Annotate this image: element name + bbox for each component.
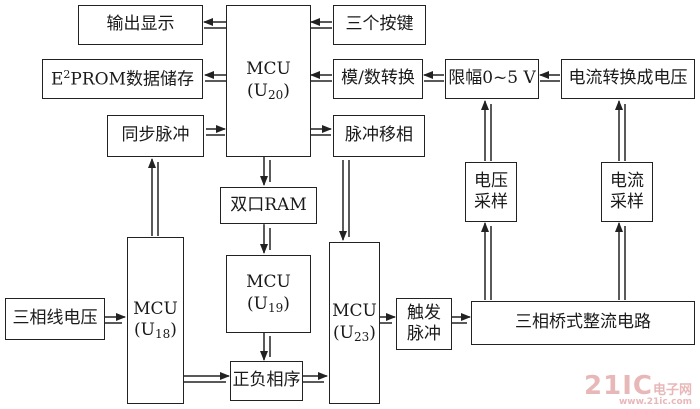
adc-label: 模/数转换 <box>341 68 415 89</box>
mcu-u18-block: MCU(U18) <box>127 237 184 404</box>
dual-port-ram-label: 双口RAM <box>230 194 307 215</box>
mcu-u18-label: MCU(U18) <box>133 298 178 342</box>
current-sampling-block: 电流 采样 <box>601 162 653 222</box>
mcu-u23-label: MCU(U23) <box>332 301 377 344</box>
three-keys-label: 三个按键 <box>345 14 414 35</box>
current-to-voltage-label: 电流转换成电压 <box>568 68 688 89</box>
rectifier-block: 三相桥式整流电路 <box>471 301 695 345</box>
pulse-shift-label: 脉冲移相 <box>345 125 413 146</box>
three-phase-voltage-label: 三相线电压 <box>12 308 98 329</box>
eeprom-label: E2PROM数据储存 <box>50 67 194 90</box>
three-phase-voltage-block: 三相线电压 <box>5 298 105 340</box>
watermark-cn: 电子网 <box>652 383 692 398</box>
mcu-u23-block: MCU(U23) <box>329 242 380 404</box>
site-watermark: 21IC电子网 www.21ic.com <box>584 371 692 407</box>
current-to-voltage-block: 电流转换成电压 <box>561 59 695 99</box>
adc-block: 模/数转换 <box>333 59 423 99</box>
trigger-pulse-label: 触发 脉冲 <box>407 302 441 344</box>
rectifier-label: 三相桥式整流电路 <box>515 312 651 333</box>
sync-pulse-block: 同步脉冲 <box>107 115 204 157</box>
three-keys-block: 三个按键 <box>333 5 426 45</box>
mcu-u19-block: MCU(U19) <box>226 255 311 333</box>
watermark-url: www.21ic.com <box>618 397 692 407</box>
limiter-label: 限幅0~5 V <box>448 68 536 89</box>
output-display-block: 输出显示 <box>78 5 203 45</box>
current-sampling-label: 电流 采样 <box>610 170 644 212</box>
trigger-pulse-block: 触发 脉冲 <box>396 298 452 350</box>
voltage-sampling-label: 电压 采样 <box>474 170 508 212</box>
sync-pulse-label: 同步脉冲 <box>121 125 190 146</box>
mcu-u20-block: MCU(U20) <box>226 5 311 157</box>
output-display-label: 输出显示 <box>106 14 175 35</box>
mcu-u20-label: MCU(U20) <box>246 59 291 102</box>
phase-sequence-block: 正负相序 <box>230 361 303 401</box>
mcu-u19-label: MCU(U19) <box>246 272 291 315</box>
pulse-shift-block: 脉冲移相 <box>333 115 425 157</box>
phase-sequence-label: 正负相序 <box>232 370 301 391</box>
limiter-block: 限幅0~5 V <box>445 59 539 99</box>
dual-port-ram-block: 双口RAM <box>220 187 317 224</box>
voltage-sampling-block: 电压 采样 <box>465 162 517 222</box>
eeprom-block: E2PROM数据储存 <box>42 59 203 99</box>
watermark-logo: 21IC <box>584 371 653 401</box>
